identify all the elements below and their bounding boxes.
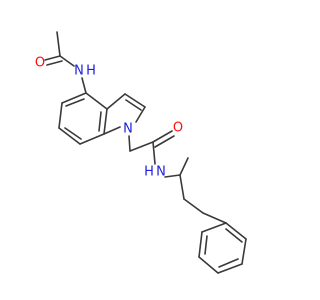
pyrrole-bond-n1-c7a — [103, 126, 121, 135]
nh-ring-bond — [81, 77, 87, 94]
carbonyl-nh-bond — [59, 55, 75, 67]
phenyl-bond-3-inner — [218, 258, 239, 268]
benzo-bond-c7-c7a — [79, 133, 105, 145]
phenyl-bond-3 — [217, 263, 243, 274]
pyrrole-bond-c3a-c3 — [106, 93, 126, 110]
carbonyl-amide-n-bond — [152, 141, 156, 165]
benzo-bond-c4-c5 — [61, 92, 87, 104]
methyl-carbonyl-bond — [56, 31, 61, 57]
pyrrole-bond-c3-c2-inner — [125, 99, 142, 111]
benzo-bond-c5-c6 — [58, 102, 63, 129]
amide-hydrogen-label: H — [144, 165, 154, 180]
phenyl-bond-5-inner — [204, 235, 208, 255]
carbonyl-double-bond-a — [44, 55, 61, 61]
amide-nitrogen-label: N — [156, 165, 166, 180]
pyrrole-bond-c3-c2 — [124, 93, 146, 108]
atom-labels: O N H N O N H — [35, 56, 183, 180]
chain-ch2-bond-1 — [179, 174, 185, 200]
acetamide-hydrogen-label: H — [86, 64, 96, 79]
phenyl-bond-1 — [225, 222, 247, 240]
chain-ch2-bond-2 — [183, 198, 204, 214]
phenyl-bond-2 — [241, 238, 247, 265]
ch2-carbonyl-bond — [129, 141, 154, 152]
acetamide-nitrogen-label: N — [74, 64, 84, 79]
molecule-structure-diagram: O N H N O N H — [35, 31, 247, 274]
nh-chain-bond — [164, 174, 181, 178]
benzo-bond-c6-c7-inner — [64, 127, 82, 140]
benzo-bond-c6-c7 — [58, 127, 81, 145]
amide-double-bond-b — [154, 135, 175, 148]
amide-double-bond-a — [152, 130, 173, 143]
benzo-bond-c3a-c4 — [85, 92, 108, 110]
carbonyl-double-bond-b — [46, 60, 63, 66]
chain-methyl-bond — [179, 157, 189, 176]
bonds — [44, 31, 247, 274]
phenyl-bond-4 — [198, 256, 219, 274]
amide-oxygen-label: O — [173, 121, 183, 136]
acetyl-oxygen-label: O — [35, 56, 45, 71]
indole-nitrogen-label: N — [123, 122, 133, 137]
phenyl-bond-5 — [198, 231, 203, 258]
benzo-bond-c7a-c3a — [103, 108, 108, 135]
n1-ch2-bond — [128, 135, 131, 152]
phenyl-bond-1-inner — [225, 228, 243, 243]
ch2-phenyl-bond — [202, 212, 227, 224]
phenyl-bond-6 — [201, 222, 227, 233]
benzo-bond-c5-c5-inner — [65, 98, 85, 107]
pyrrole-bond-c2-n1 — [135, 106, 146, 123]
benzo-bond-c7a-c3a-inner — [98, 111, 102, 132]
